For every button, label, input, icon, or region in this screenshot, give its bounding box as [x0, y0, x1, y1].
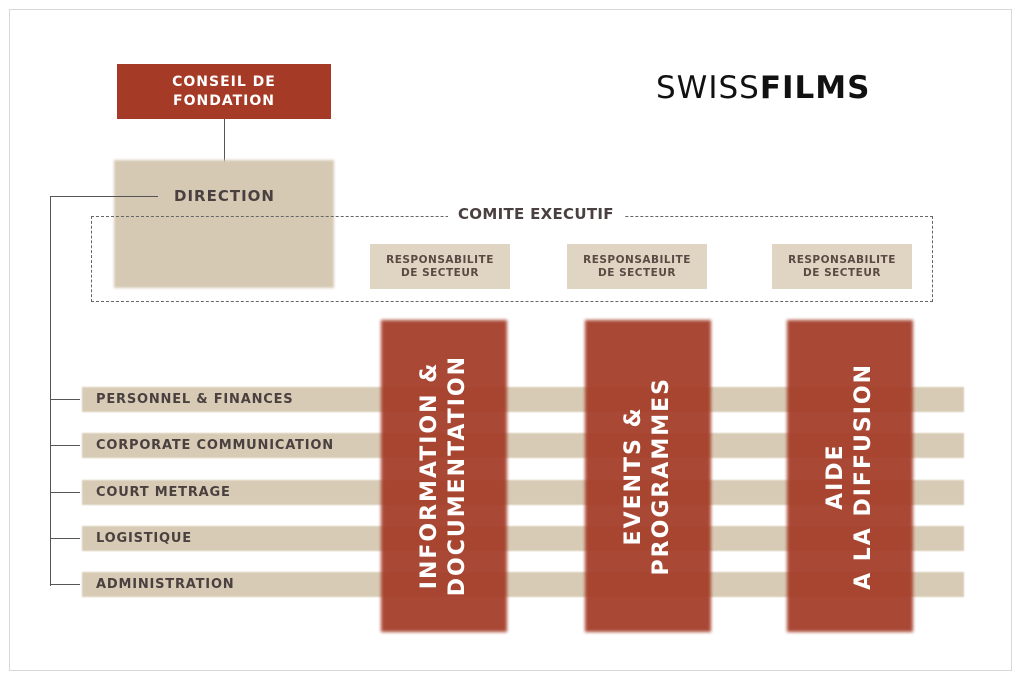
connector-conseil-direction — [224, 119, 225, 184]
connector-trunk — [50, 196, 51, 586]
secteur-label-events-programmes: EVENTS & PROGRAMMES — [585, 320, 711, 632]
secteur-column-1 — [381, 320, 507, 632]
resp-2-line-2: DE SECTEUR — [598, 266, 676, 279]
service-label-personnel-finances: PERSONNEL & FINANCES — [96, 392, 294, 407]
service-label-logistique: LOGISTIQUE — [96, 531, 192, 546]
secteur-1-text: INFORMATION & DOCUMENTATION — [416, 355, 472, 596]
responsabilite-secteur-3: RESPONSABILITE DE SECTEUR — [772, 244, 912, 289]
secteur-label-aide-diffusion: AIDE A LA DIFFUSION — [787, 320, 913, 632]
direction-label: DIRECTION — [174, 187, 275, 205]
service-label-administration: ADMINISTRATION — [96, 577, 235, 592]
secteur-column-3 — [787, 320, 913, 632]
connector-branch-3 — [50, 492, 80, 493]
connector-branch-4 — [50, 538, 80, 539]
conseil-line-1: CONSEIL DE — [172, 73, 276, 90]
connector-branch-5 — [50, 584, 80, 585]
secteur-1-line-1: INFORMATION & — [417, 362, 442, 590]
secteur-1-line-2: DOCUMENTATION — [445, 355, 470, 597]
logo-part-films: FILMS — [759, 70, 871, 106]
conseil-de-fondation-box: CONSEIL DE FONDATION — [117, 64, 331, 119]
comite-executif-label: COMITE EXECUTIF — [448, 205, 624, 223]
service-label-corporate-communication: CORPORATE COMMUNICATION — [96, 438, 334, 453]
secteur-2-line-1: EVENTS & — [621, 406, 646, 546]
swissfilms-logo: SWISSFILMS — [656, 70, 870, 106]
secteur-2-text: EVENTS & PROGRAMMES — [620, 377, 676, 575]
secteur-column-2 — [585, 320, 711, 632]
secteur-3-line-2: A LA DIFFUSION — [851, 362, 876, 590]
connector-branch-1 — [50, 399, 80, 400]
direction-box — [114, 160, 334, 288]
secteur-3-line-1: AIDE — [823, 442, 848, 510]
secteur-2-line-2: PROGRAMMES — [649, 376, 674, 576]
secteur-3-text: AIDE A LA DIFFUSION — [822, 363, 878, 590]
responsabilite-secteur-1: RESPONSABILITE DE SECTEUR — [370, 244, 510, 289]
logo-part-swiss: SWISS — [656, 70, 760, 106]
resp-1-line-2: DE SECTEUR — [401, 266, 479, 279]
resp-1-line-1: RESPONSABILITE — [386, 253, 494, 266]
conseil-line-2: FONDATION — [173, 92, 275, 109]
connector-direction-trunk — [50, 196, 158, 197]
secteur-label-information-documentation: INFORMATION & DOCUMENTATION — [381, 320, 507, 632]
service-label-court-metrage: COURT METRAGE — [96, 485, 231, 500]
responsabilite-secteur-2: RESPONSABILITE DE SECTEUR — [567, 244, 707, 289]
resp-3-line-2: DE SECTEUR — [803, 266, 881, 279]
connector-branch-2 — [50, 445, 80, 446]
resp-2-line-1: RESPONSABILITE — [583, 253, 691, 266]
resp-3-line-1: RESPONSABILITE — [788, 253, 896, 266]
